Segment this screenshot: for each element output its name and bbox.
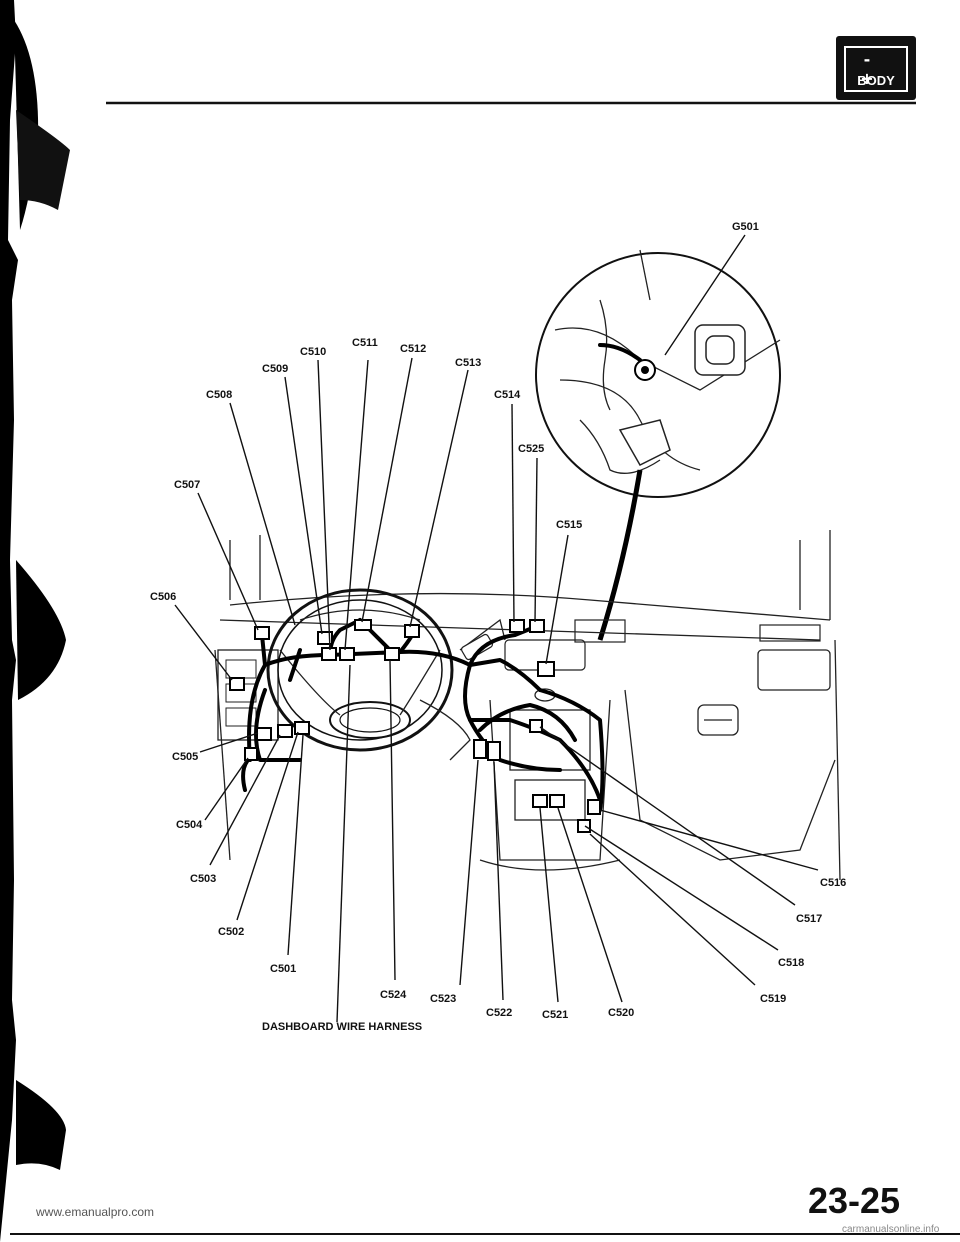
label-c524: C524	[380, 989, 407, 1001]
connector-labels: G501 C507 C508 C509 C510 C511 C512 C513 …	[150, 221, 846, 1033]
label-c511: C511	[352, 337, 378, 349]
label-c507: C507	[174, 479, 200, 491]
connector-c509	[317, 631, 333, 645]
connector-c516	[587, 799, 601, 815]
connector-c515	[537, 661, 555, 677]
connector-c522	[487, 741, 501, 761]
label-c503: C503	[190, 873, 216, 885]
label-c509: C509	[262, 363, 288, 375]
connector-c513	[404, 624, 420, 638]
label-c521: C521	[542, 1009, 568, 1021]
connector-c523	[473, 739, 487, 759]
label-c504: C504	[176, 819, 203, 831]
connector-c518	[577, 819, 591, 833]
section-label: BODY	[857, 73, 895, 88]
page-number: 23-25	[808, 1180, 901, 1221]
body-section-icon: - + BODY	[836, 36, 916, 100]
connector-c524	[384, 647, 400, 661]
label-c520: C520	[608, 1007, 634, 1019]
label-c513: C513	[455, 357, 481, 369]
battery-signs: - +	[860, 50, 892, 88]
connector-c510	[321, 647, 337, 661]
connector-c505	[256, 727, 272, 741]
connector-c502	[294, 721, 310, 735]
connector-c506	[229, 677, 245, 691]
connector-c521	[532, 794, 548, 808]
label-c519: C519	[760, 993, 786, 1005]
connector-c507	[254, 626, 270, 640]
connectors	[229, 619, 601, 833]
label-c505: C505	[172, 751, 198, 763]
label-g501: G501	[732, 221, 759, 233]
connector-c511	[339, 647, 355, 661]
connector-c503	[277, 724, 293, 738]
label-c510: C510	[300, 346, 326, 358]
connector-c520	[549, 794, 565, 808]
label-c525: C525	[518, 443, 544, 455]
steering-wheel	[266, 588, 506, 761]
connector-c525	[529, 619, 545, 633]
label-c523: C523	[430, 993, 456, 1005]
connector-c517	[529, 719, 543, 733]
connector-c504	[244, 747, 258, 761]
label-c501: C501	[270, 963, 296, 975]
label-c514: C514	[494, 389, 521, 401]
connector-c512	[354, 619, 372, 631]
leader-lines	[174, 234, 819, 1023]
connector-c514	[509, 619, 525, 633]
harness-label: DASHBOARD WIRE HARNESS	[262, 1021, 422, 1033]
label-c515: C515	[556, 519, 582, 531]
g501-detail-inset	[535, 249, 781, 498]
footer-watermark: carmanualsonline.info	[842, 1224, 940, 1235]
label-c512: C512	[400, 343, 426, 355]
label-c522: C522	[486, 1007, 512, 1019]
label-c508: C508	[206, 389, 232, 401]
label-c506: C506	[150, 591, 176, 603]
footer-url[interactable]: www.emanualpro.com	[34, 1205, 157, 1219]
label-c518: C518	[778, 957, 804, 969]
binding-edge	[0, 0, 70, 1242]
inset-connector	[597, 469, 643, 641]
label-c502: C502	[218, 926, 244, 938]
label-c516: C516	[820, 877, 846, 889]
label-c517: C517	[796, 913, 822, 925]
